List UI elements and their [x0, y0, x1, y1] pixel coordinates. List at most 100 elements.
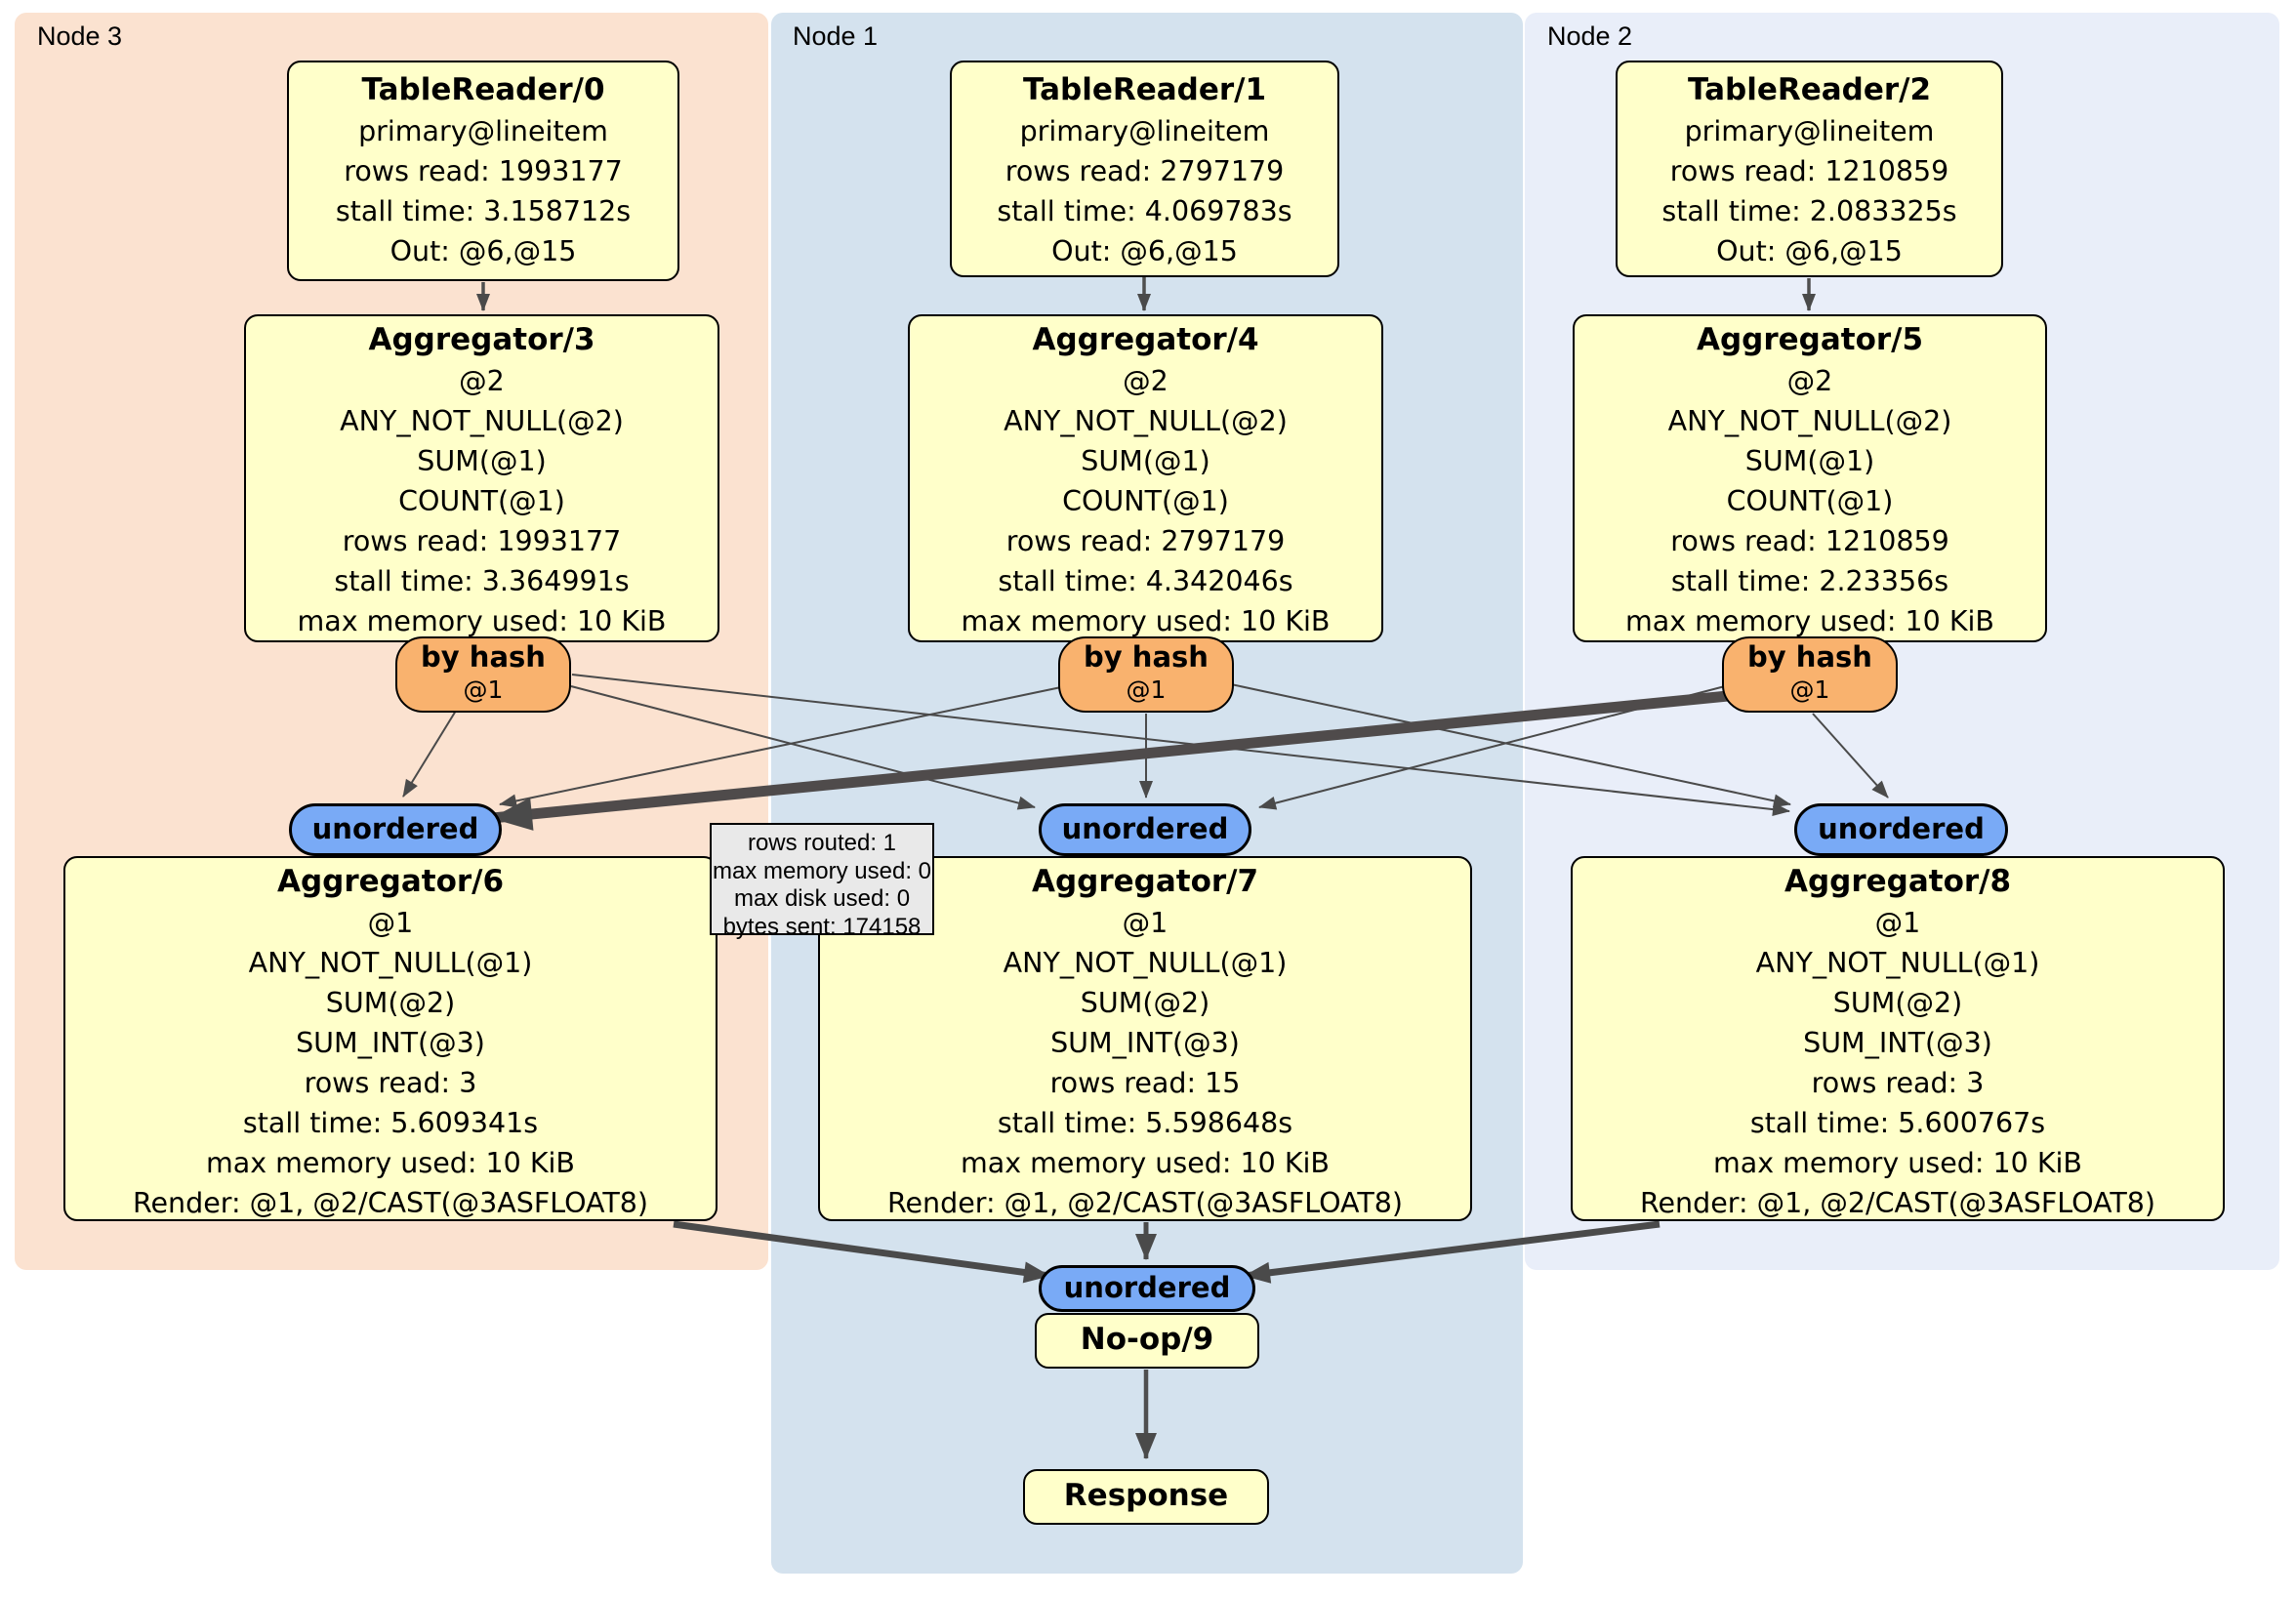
- sync-unordered-node3[interactable]: unordered: [289, 803, 502, 856]
- edge-router1-sync3[interactable]: [499, 686, 1062, 808]
- stat-line: Render: @1, @2/CAST(@3ASFLOAT8): [1640, 1187, 2155, 1219]
- processor-title: Aggregator/4: [1032, 322, 1259, 357]
- stat-line: stall time: 4.342046s: [998, 565, 1293, 597]
- stat-line: rows read: 2797179: [1005, 525, 1286, 557]
- stat-line: primary@lineitem: [1684, 115, 1935, 147]
- stat-line: Render: @1, @2/CAST(@3ASFLOAT8): [133, 1187, 648, 1219]
- edge-router1-sync2[interactable]: [1230, 683, 1791, 808]
- stat-line: ANY_NOT_NULL(@1): [1003, 947, 1288, 979]
- stat-line: stall time: 4.069783s: [997, 195, 1292, 227]
- stat-line: SUM(@1): [1081, 445, 1210, 477]
- stat-line: rows read: 1210859: [1670, 525, 1949, 557]
- sync-unordered-node2[interactable]: unordered: [1794, 803, 2008, 856]
- router-by-hash-node1[interactable]: by hash @1: [1058, 636, 1234, 713]
- sync-label: unordered: [1818, 812, 1985, 845]
- sync-label: unordered: [311, 812, 479, 845]
- processor-title: Aggregator/6: [276, 864, 505, 899]
- processor-title: TableReader/1: [1022, 72, 1267, 107]
- stat-line: max memory used: 10 KiB: [961, 1147, 1330, 1179]
- router-by-hash-node3[interactable]: by hash @1: [395, 636, 571, 713]
- stat-line: COUNT(@1): [1062, 485, 1229, 517]
- stat-line: stall time: 2.23356s: [1670, 565, 1949, 597]
- edge-router2-sync3-thick[interactable]: [491, 690, 1729, 831]
- edge-router3-sync1[interactable]: [570, 685, 1036, 810]
- router-label: by hash: [421, 640, 546, 674]
- region-label-node-2: Node 2: [1547, 21, 1633, 51]
- stat-line: SUM(@2): [325, 987, 456, 1019]
- processor-title: TableReader/2: [1687, 72, 1932, 107]
- stat-line: max memory used: 10 KiB: [1713, 1147, 2082, 1179]
- stat-line: max memory used: 10 KiB: [1625, 605, 1994, 637]
- stat-line: rows read: 2797179: [1004, 155, 1285, 187]
- region-label-node-3: Node 3: [37, 21, 123, 51]
- stat-line: SUM_INT(@3): [1803, 1027, 1992, 1059]
- router-detail: @1: [463, 676, 504, 704]
- stat-line: @2: [459, 365, 505, 397]
- stat-line: stall time: 5.598648s: [997, 1107, 1293, 1139]
- stat-line: max memory used: 0: [712, 857, 932, 884]
- sync-unordered-final[interactable]: unordered: [1039, 1265, 1255, 1312]
- processor-title: TableReader/0: [361, 72, 605, 107]
- stat-line: max disk used: 0: [733, 885, 911, 912]
- sync-label: unordered: [1061, 812, 1229, 845]
- stat-line: SUM(@1): [417, 445, 547, 477]
- processor-title: Aggregator/7: [1031, 864, 1259, 899]
- edge-router2-sync2[interactable]: [1812, 713, 1889, 798]
- processor-title: Aggregator/3: [368, 322, 595, 357]
- stat-line: max memory used: 10 KiB: [961, 605, 1331, 637]
- stat-line: rows read: 15: [1049, 1067, 1241, 1099]
- stat-line: ANY_NOT_NULL(@2): [1667, 405, 1952, 437]
- sync-unordered-node1[interactable]: unordered: [1039, 803, 1251, 856]
- stat-line: Out: @6,@15: [1716, 235, 1903, 267]
- stat-line: Render: @1, @2/CAST(@3ASFLOAT8): [887, 1187, 1403, 1219]
- router-detail: @1: [1126, 676, 1167, 704]
- stat-line: ANY_NOT_NULL(@1): [1755, 947, 2040, 979]
- processor-title: Aggregator/8: [1784, 864, 2012, 899]
- processor-stats: primary@lineitem rows read: 2797179 stall …: [952, 111, 1337, 271]
- processor-noop-9[interactable]: No-op/9: [1035, 1313, 1259, 1369]
- stat-line: stall time: 3.158712s: [335, 195, 632, 227]
- stat-line: rows read: 1993177: [342, 525, 622, 557]
- edge-agg6-finalsync[interactable]: [673, 1220, 1050, 1284]
- processor-response[interactable]: Response: [1023, 1469, 1269, 1525]
- router-label: by hash: [1084, 640, 1209, 674]
- stat-line: stall time: 2.083325s: [1661, 195, 1957, 227]
- stat-line: rows read: 1993177: [344, 155, 623, 187]
- edge-router3-sync2[interactable]: [571, 674, 1790, 817]
- stat-line: rows read: 1210859: [1669, 155, 1949, 187]
- processor-tablereader-2[interactable]: TableReader/2 primary@lineitem rows read:…: [1616, 61, 2003, 277]
- stat-line: Out: @6,@15: [1051, 235, 1238, 267]
- stat-line: COUNT(@1): [398, 485, 565, 517]
- router-by-hash-node2[interactable]: by hash @1: [1722, 636, 1898, 713]
- sync-label: unordered: [1063, 1271, 1231, 1304]
- stat-line: primary@lineitem: [1019, 115, 1270, 147]
- edge-agg8-finalsync[interactable]: [1244, 1220, 1660, 1284]
- stat-line: SUM(@2): [1080, 987, 1210, 1019]
- stat-line: stall time: 5.609341s: [242, 1107, 539, 1139]
- stat-line: COUNT(@1): [1726, 485, 1894, 517]
- stat-line: stall time: 3.364991s: [334, 565, 630, 597]
- stat-line: @1: [367, 907, 414, 939]
- processor-title: Response: [1063, 1478, 1229, 1513]
- stat-line: @1: [1874, 907, 1921, 939]
- processor-tablereader-1[interactable]: TableReader/1 primary@lineitem rows read:…: [950, 61, 1339, 277]
- edge-router3-sync3[interactable]: [402, 710, 457, 798]
- processor-stats: primary@lineitem rows read: 1210859 stall …: [1618, 111, 2001, 271]
- stat-line: SUM(@1): [1744, 445, 1875, 477]
